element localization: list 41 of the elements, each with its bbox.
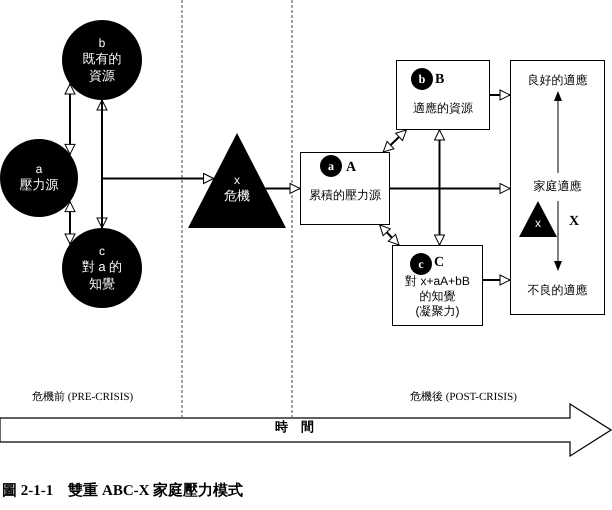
double-arrow: [434, 130, 445, 246]
node-label: a: [328, 160, 334, 172]
node-label: C: [434, 254, 444, 272]
double-arrow: [483, 274, 510, 286]
node-label: 良好的適應: [526, 73, 588, 88]
node-label: B: [435, 71, 444, 88]
node-label: b: [418, 73, 426, 85]
time-label: 時 間: [275, 420, 314, 433]
node-label: 對 x+aA+bB 的知覺 (凝聚力): [404, 274, 471, 319]
double-arrow: [64, 84, 76, 155]
phase-label: 危機前 (PRE-CRISIS): [32, 390, 134, 405]
node-label: 危機: [224, 188, 250, 204]
node-label: 適應的資源: [412, 101, 474, 116]
node-label: c: [418, 258, 424, 270]
double-arrow: [64, 201, 76, 244]
process-box: [396, 60, 490, 130]
double-arrow: [266, 183, 300, 194]
node-label: 家庭適應: [532, 179, 582, 194]
process-box: [392, 245, 483, 326]
double-arrow: [490, 90, 510, 100]
node-label: a: [36, 162, 42, 178]
node-label: A: [346, 159, 356, 176]
node-label: 壓力源: [20, 177, 58, 194]
caption: 圖 2-1-1 雙重 ABC-X 家庭壓力模式: [2, 481, 244, 501]
node-label: x: [234, 172, 240, 188]
node-label: b: [98, 36, 106, 52]
node-label: 既有的資源: [81, 51, 122, 84]
phase-label: 危機後 (POST-CRISIS): [410, 390, 517, 405]
process-box: [300, 152, 390, 225]
node-label: X: [569, 213, 580, 230]
double-arrow: [390, 183, 510, 194]
node-label: 累積的壓力源: [308, 188, 382, 203]
node-label: x: [535, 216, 541, 232]
double-arrow: [101, 173, 214, 228]
double-arrow: [382, 129, 407, 153]
double-arrow: [96, 100, 108, 228]
node-label: 不良的適應: [526, 283, 588, 298]
node-label: 對 a 的知覺: [80, 259, 124, 292]
double-arrow: [379, 224, 400, 246]
outcome-box: [510, 60, 605, 315]
node-label: c: [99, 244, 105, 260]
